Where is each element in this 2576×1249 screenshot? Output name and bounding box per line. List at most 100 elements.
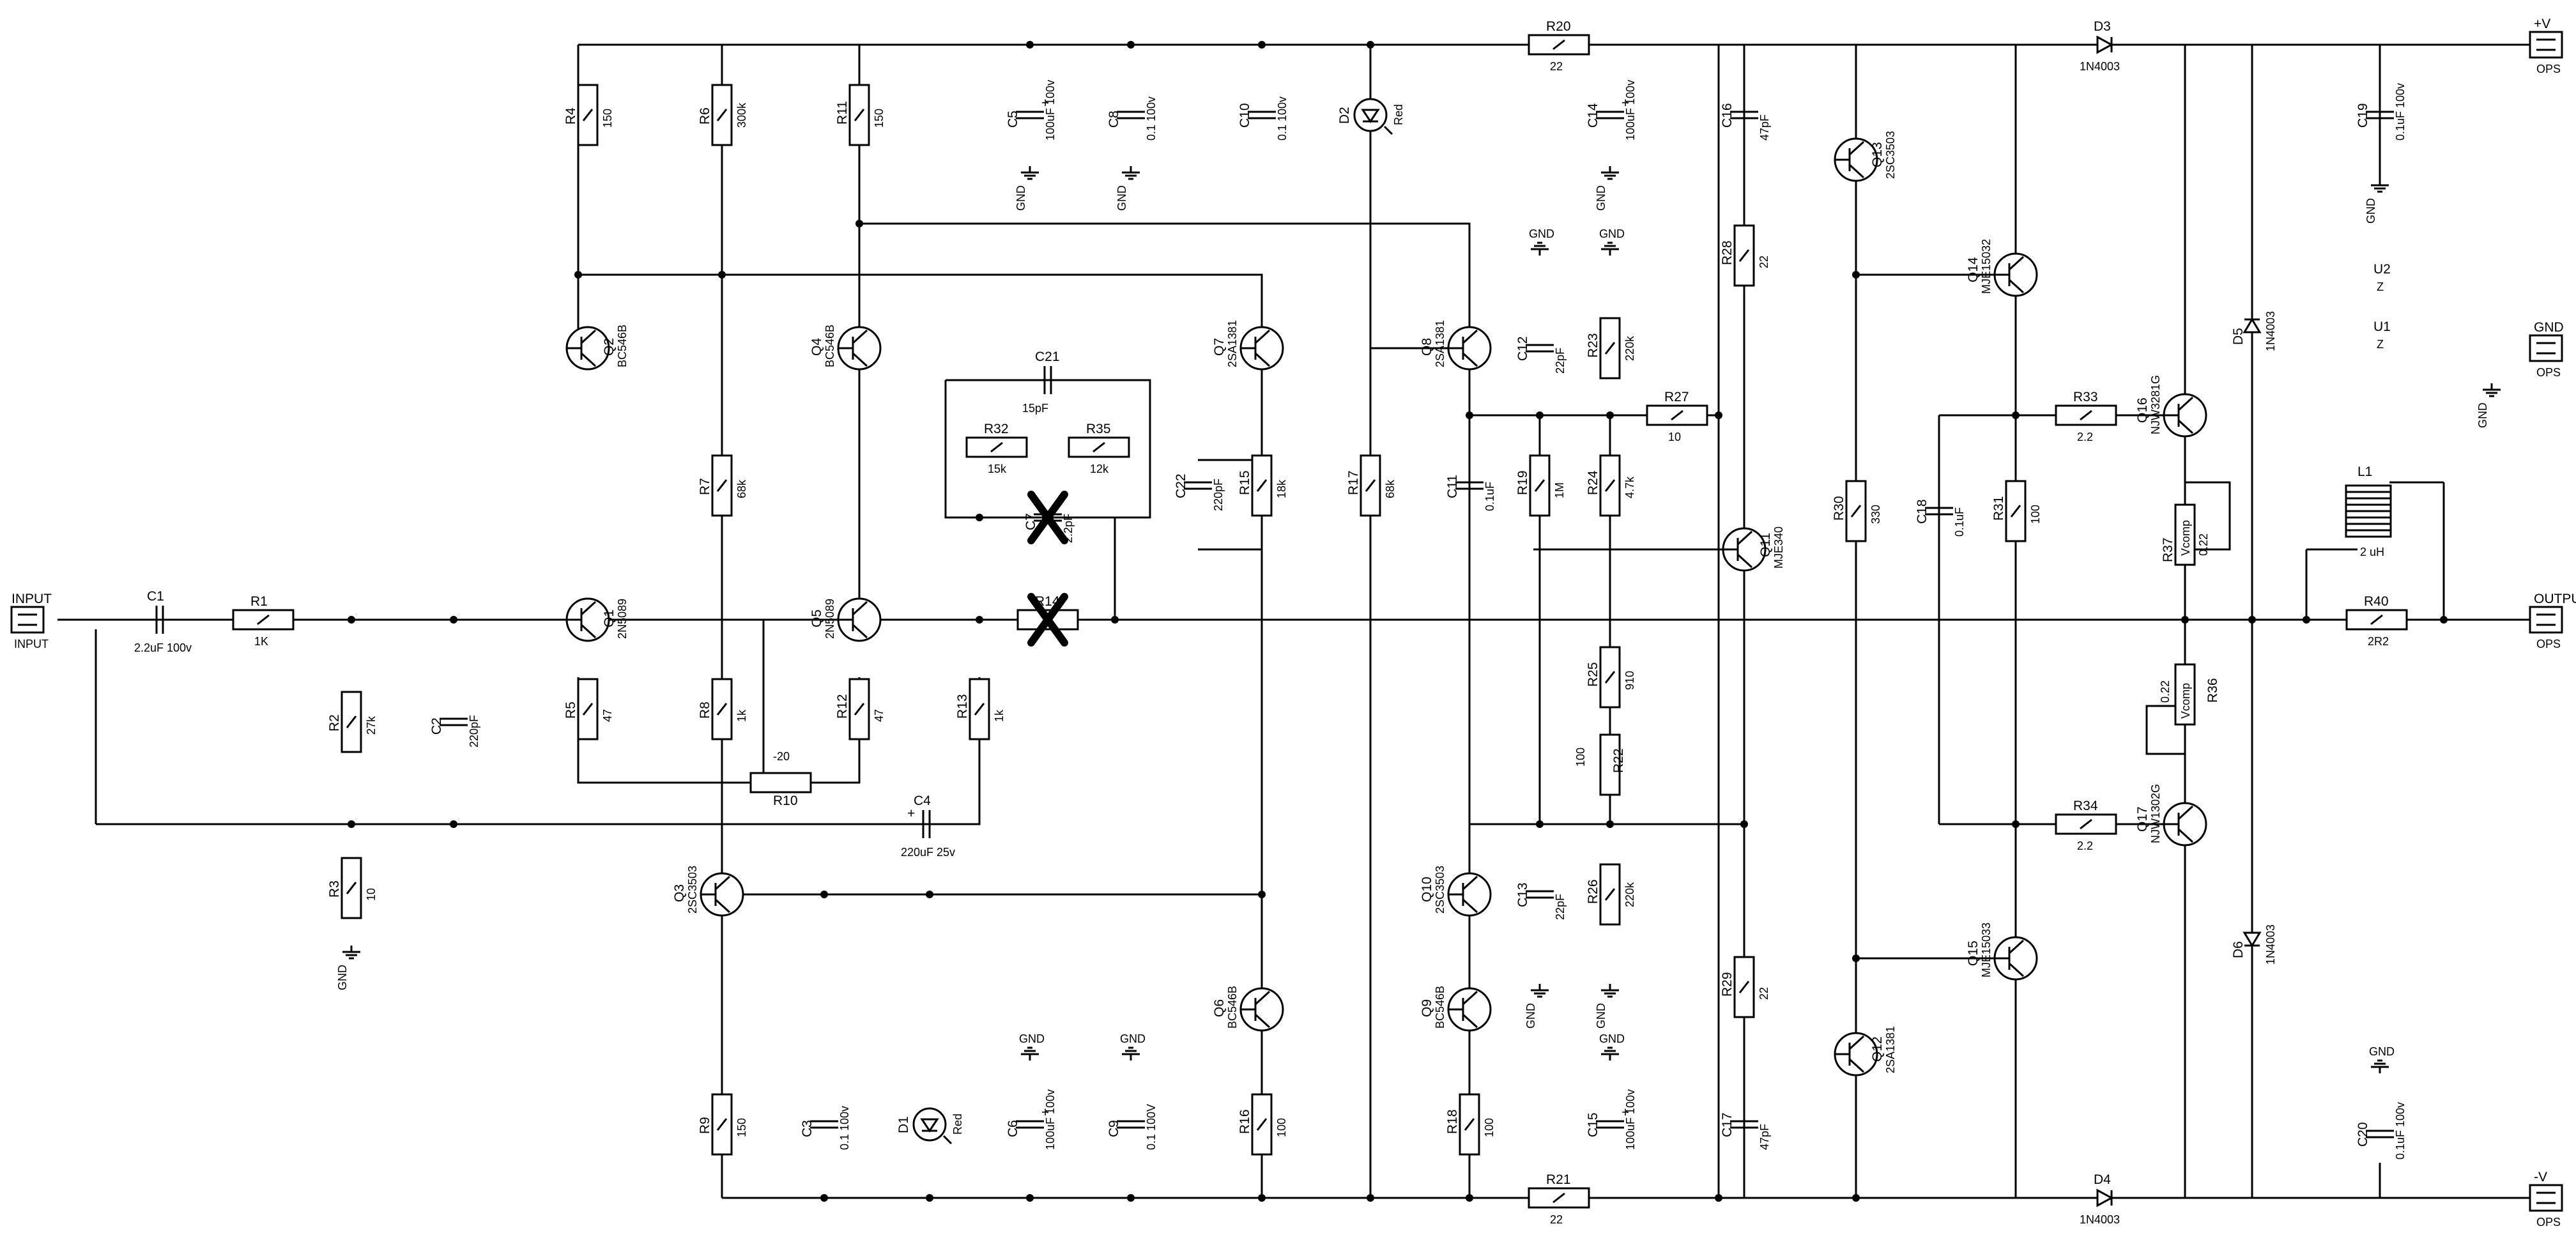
led-part: Red [951,1114,964,1135]
transistor-id: Q13 [1870,142,1885,167]
junction [1367,41,1374,49]
junction [450,616,457,624]
components: INPUTINPUT+VOPSGNDOPSOUTPUTOPS-VOPSC12.2… [10,17,2576,1229]
resistor-id: R8 [698,701,712,719]
resistor-id: R3 [327,880,342,898]
junction [1026,41,1034,49]
transistor-id: Q11 [1758,533,1773,557]
resistor-id: R12 [835,694,850,719]
resistor-body [2174,663,2196,726]
resistor-id: R4 [564,107,578,125]
resistor-id: R30 [1832,496,1846,521]
capacitor-id: C12 [1515,336,1530,361]
resistor-value: 1k [993,709,1006,722]
diode-body [2242,318,2262,333]
resistor-value: 68k [735,479,748,498]
potentiometer-value: 100 [1574,747,1587,767]
port-body [2529,31,2563,59]
removed-mark [1027,593,1068,647]
capacitor-c3: C3 0.1 100v [800,1106,851,1150]
capacitor-value: 0.1uF [1483,482,1496,511]
transistor-id: Q15 [1966,940,1981,966]
capacitor-id: C2 [429,717,444,735]
resistor-id: R25 [1586,662,1600,687]
potentiometer-id: R22 [1611,748,1626,773]
junction [2248,616,2256,624]
resistor-value: 22 [1758,987,1770,1000]
resistor-id: R31 [1991,496,2006,521]
junction [1606,411,1614,419]
ground-icon: GND [1116,166,1140,211]
capacitor-value: 220pF [468,715,480,747]
ground-label: GND [1524,1003,1537,1029]
transistor-id: Q4 [809,338,824,356]
transistor-id: Q8 [1420,338,1434,356]
capacitor-id: C3 [800,1120,815,1137]
port-sublabel: OPS [2536,366,2561,379]
capacitor-c1: C12.2uF 100v [134,589,192,654]
resistor-value: 2.2 [2077,839,2093,852]
ground-icon: GND [2476,383,2501,428]
resistor-id: R33 [2073,390,2098,404]
capacitor-value: 0.1 100v [838,1106,851,1150]
ground-label: GND [2369,1045,2395,1058]
transistor-part: BC546B [616,325,629,367]
junction [855,220,863,227]
ground-label: GND [1595,185,1607,211]
resistor-value: 15k [988,463,1007,475]
polarity-mark: + [907,806,915,821]
wire [2252,43,2381,179]
capacitor-value: 0.1uF [1953,507,1966,537]
potentiometer-r10: R10-20 [749,750,812,808]
resistor-id: R23 [1586,333,1600,358]
resistor-value: 150 [873,109,885,128]
capacitor-value: 47pF [1758,1124,1771,1150]
resistor-body [965,436,1028,458]
resistor-id: R11 [835,101,850,125]
resistor-value: 0.22 [2159,680,2172,703]
wire [2185,481,2231,551]
transistor-part: BC546B [1226,986,1239,1029]
diode-id: D4 [2094,1172,2111,1187]
transistor-part: 2N5089 [616,599,629,639]
junction [1852,1194,1860,1202]
port-label: +V [2534,17,2550,31]
junction [820,891,828,898]
ground-icon: GND [336,946,360,990]
resistor-id: R19 [1515,470,1530,495]
capacitor-value: 0.1 100V [1145,1104,1158,1150]
resistor-value: 1K [254,635,268,648]
transistor-id: Q10 [1420,877,1434,902]
junction [1715,1194,1722,1202]
transistor-id: Q17 [2135,806,2150,832]
capacitor-id: C4 [914,793,931,808]
transistor-part: BC546B [824,325,836,367]
resistor-id: R13 [955,694,970,719]
ground-icon: GND [2365,179,2389,224]
resistor-id: R2 [327,714,342,732]
port-sublabel: OPS [2536,1216,2561,1229]
ground-icon: GND [1019,1032,1045,1061]
resistor-id: R20 [1546,19,1571,34]
junction [976,616,983,624]
junction [1111,616,1119,624]
capacitor-id: C9 [1107,1120,1121,1137]
capacitor-id: C17 [1720,1112,1735,1137]
junction [926,1194,933,1202]
transistor-part: NJW1302G [2149,784,2162,843]
component-id: U1 [2373,319,2391,334]
